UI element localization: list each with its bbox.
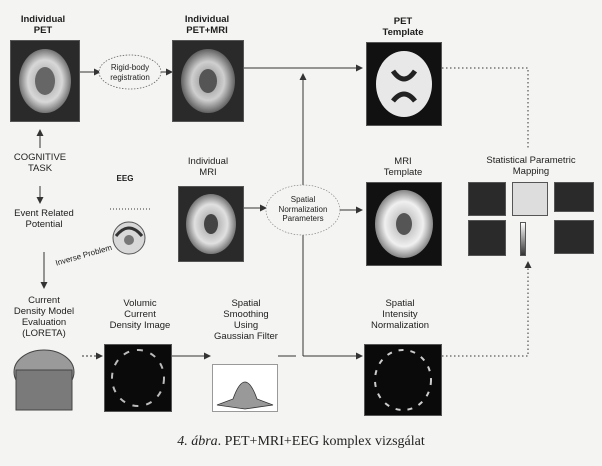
spm-render-image-2: [554, 220, 594, 254]
label-rigid-body: Rigid-body registration: [110, 63, 150, 82]
label-eeg: EEG: [116, 174, 134, 183]
mri-template-image: [366, 182, 442, 266]
label-cognitive-task: COGNITIVE TASK: [13, 152, 67, 174]
flow-connectors: [36, 54, 532, 360]
loreta-brain-image: [8, 346, 80, 414]
label-individual-pet-mri: Individual PET+MRI: [184, 14, 230, 36]
volumic-density-image: [104, 344, 172, 412]
eeg-head-image: [104, 212, 154, 256]
label-volumic: Volumic Current Density Image: [109, 298, 171, 331]
label-pet-template: PET Template: [382, 16, 424, 38]
individual-mri-image: [178, 186, 244, 262]
pet-mri-brain-image: [172, 40, 244, 122]
intensity-norm-image: [364, 344, 442, 416]
label-smoothing: Spatial Smoothing Using Gaussian Filter: [214, 298, 278, 342]
label-spm: Statistical Parametric Mapping: [486, 155, 576, 177]
label-intensity-norm: Spatial Intensity Normalization: [370, 298, 430, 331]
label-individual-pet: Individual PET: [20, 14, 66, 36]
figure-caption: 4. ábra. PET+MRI+EEG komplex vizsgálat: [0, 434, 602, 450]
spm-montage: [466, 180, 596, 260]
rigid-body-ellipse: [98, 54, 162, 90]
spm-axial-image: [468, 220, 506, 256]
pet-template-image: [366, 42, 442, 126]
label-mri-template: MRI Template: [383, 156, 423, 178]
pet-brain-image: [10, 40, 80, 122]
spm-colorbar: [520, 222, 526, 256]
caption-text: . PET+MRI+EEG komplex vizsgálat: [217, 434, 425, 449]
params-ellipse: [265, 184, 341, 236]
label-spatial-norm-params: Spatial Normalization Parameters: [278, 195, 328, 223]
arrow-intensity-to-spm: [442, 261, 532, 357]
spm-sagittal-image: [468, 182, 506, 216]
label-individual-mri: Individual MRI: [187, 156, 229, 178]
spm-coronal-image: [512, 182, 548, 216]
label-loreta: Current Density Model Evaluation (LORETA…: [13, 295, 75, 339]
caption-number: 4. ábra: [177, 434, 218, 449]
gaussian-filter-image: [212, 364, 278, 412]
spm-render-image: [554, 182, 594, 212]
label-erp: Event Related Potential: [14, 208, 74, 230]
arrow-template-to-spm: [442, 67, 529, 150]
